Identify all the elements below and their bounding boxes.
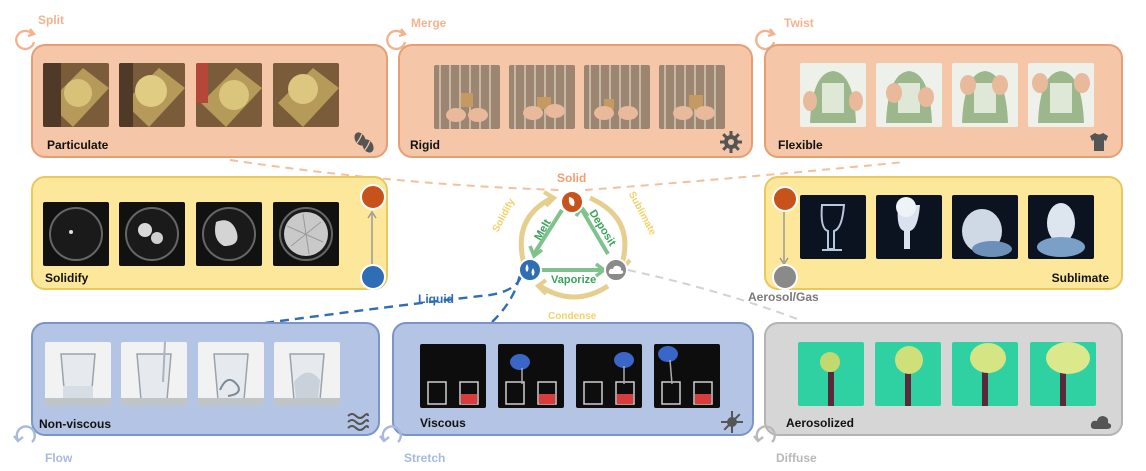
thumb-rigid-3 <box>584 65 650 129</box>
thumb-rigid-4 <box>659 65 725 129</box>
panel-label-viscous: Viscous <box>420 416 466 430</box>
thumb-rigid-2 <box>509 65 575 129</box>
thumb-flexible-3 <box>952 63 1018 127</box>
sublimate-solid-node <box>772 186 798 212</box>
thumb-sublimate-1 <box>800 195 866 259</box>
panel-label-aerosolized: Aerosolized <box>786 416 855 430</box>
state-triangle <box>518 190 632 300</box>
state-label-solid: Solid <box>557 171 587 185</box>
thumb-nonviscous-4 <box>274 342 340 406</box>
sublimate-gas-node <box>772 264 798 290</box>
thumb-viscous-4 <box>654 344 720 408</box>
thumb-sublimate-2 <box>876 195 942 259</box>
panel-label-solidify: Solidify <box>45 271 89 285</box>
panel-non-viscous: Non-viscous <box>31 322 380 436</box>
panel-sublimate: Sublimate <box>764 176 1123 290</box>
transition-label-vaporize: Vaporize <box>551 274 597 286</box>
arc-solidify <box>518 195 554 265</box>
thumb-nonviscous-1 <box>45 342 111 406</box>
panel-label-sublimate: Sublimate <box>1051 271 1109 285</box>
panel-label-flexible: Flexible <box>778 138 823 152</box>
thumb-particulate-3 <box>196 63 262 127</box>
thumb-viscous-3 <box>576 344 642 408</box>
state-label-gas: Aerosol/Gas <box>748 290 819 304</box>
sublimate-arrow <box>779 212 789 266</box>
op-twist: Twist <box>784 16 814 30</box>
arrow-deposit <box>580 208 610 256</box>
panel-viscous: Viscous <box>392 322 754 436</box>
thumb-flexible-1 <box>800 63 866 127</box>
op-flow: Flow <box>45 451 73 465</box>
arc-sublimate <box>588 195 628 265</box>
op-stretch: Stretch <box>404 451 446 465</box>
stretch-cycle-icon <box>378 422 404 448</box>
panel-aerosolized: Aerosolized <box>764 322 1123 436</box>
thumb-sublimate-3 <box>952 195 1018 259</box>
thumb-solidify-2 <box>119 202 185 266</box>
thumb-aerosolized-3 <box>952 342 1018 406</box>
state-label-liquid: Liquid <box>418 292 454 306</box>
thumb-nonviscous-2 <box>121 342 187 406</box>
tshirt-icon <box>1087 130 1111 154</box>
thumb-viscous-2 <box>498 344 564 408</box>
thumb-solidify-4 <box>273 202 339 266</box>
panel-flexible: Flexible <box>764 44 1123 158</box>
thumb-aerosolized-4 <box>1030 342 1096 406</box>
waves-icon <box>346 410 370 434</box>
arc-condense <box>538 283 610 300</box>
thumb-aerosolized-1 <box>798 342 864 406</box>
panel-label-rigid: Rigid <box>410 138 440 152</box>
gear-icon <box>719 130 743 154</box>
thumb-solidify-3 <box>196 202 262 266</box>
thumb-nonviscous-3 <box>198 342 264 406</box>
panel-particulate: Particulate <box>31 44 388 158</box>
node-liquid <box>518 258 542 282</box>
thumb-flexible-4 <box>1028 63 1094 127</box>
thumb-viscous-1 <box>420 344 486 408</box>
arrow-melt <box>532 208 564 256</box>
transition-label-condense: Condense <box>548 311 597 322</box>
split-cycle-icon <box>12 26 38 52</box>
coffee-beans-icon <box>352 130 376 154</box>
panel-label-non-viscous: Non-viscous <box>39 417 112 431</box>
thumb-aerosolized-2 <box>875 342 941 406</box>
solidify-arrow <box>367 210 377 264</box>
diffuse-cycle-icon <box>752 422 778 448</box>
thumb-solidify-1 <box>43 202 109 266</box>
flow-cycle-icon <box>12 422 38 448</box>
solidify-liquid-node <box>360 264 386 290</box>
thumb-rigid-1 <box>434 65 500 129</box>
thumb-sublimate-4 <box>1028 195 1094 259</box>
panel-rigid: Rigid <box>398 44 753 158</box>
thumb-particulate-2 <box>119 63 185 127</box>
thumb-flexible-2 <box>876 63 942 127</box>
panel-label-particulate: Particulate <box>47 138 109 152</box>
thumb-particulate-1 <box>43 63 109 127</box>
panel-solidify: Solidify <box>31 176 388 290</box>
op-split: Split <box>38 13 64 27</box>
cloud-icon <box>1089 410 1113 434</box>
thumb-particulate-4 <box>273 63 339 127</box>
splat-icon <box>720 410 744 434</box>
op-merge: Merge <box>411 16 447 30</box>
solidify-solid-node <box>360 184 386 210</box>
op-diffuse: Diffuse <box>776 451 817 465</box>
